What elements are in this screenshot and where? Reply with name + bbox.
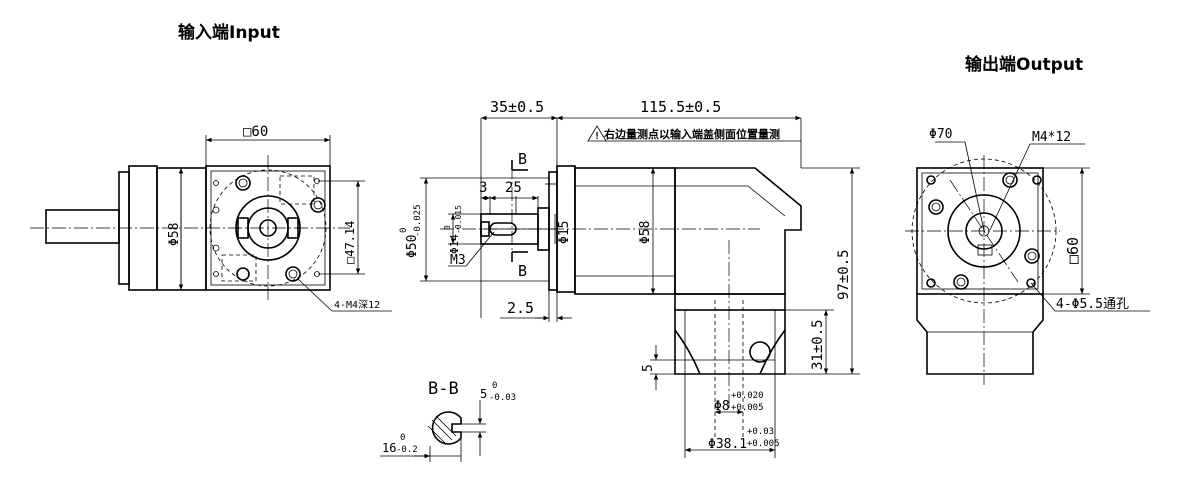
input-square-label: □60 <box>243 124 268 140</box>
input-dia-label: Φ58 <box>167 223 182 246</box>
dim-25-label: 25 <box>505 180 522 196</box>
output-square-label: □60 <box>1064 237 1082 264</box>
shaft-dia50-tol: -0.025 <box>413 204 423 237</box>
shaft-dia50-zero: 0 <box>399 228 409 233</box>
warning-triangle-icon <box>587 125 607 142</box>
input-end-view: □60 Φ58 □47.14 4-M4深12 <box>30 124 392 312</box>
dim-35-label: 35±0.5 <box>490 98 544 116</box>
section-title: B-B <box>428 379 459 399</box>
svg-text:!: ! <box>594 131 600 142</box>
dia15-label: Φ15 <box>557 221 572 244</box>
key-dia14-label: Φ14 <box>448 234 461 254</box>
dim-2-5-label: 2.5 <box>507 299 534 317</box>
warning-note: 右边量测点以输入端盖侧面位置量测 <box>603 127 780 141</box>
dim-115-label: 115.5±0.5 <box>640 98 721 116</box>
section-height-tol: -0.2 <box>396 445 418 455</box>
bore-dia8-label: Φ8 <box>714 399 730 414</box>
pilot-dia38-tol-low: +0.005 <box>747 439 780 449</box>
key-dia14-zero: 0 <box>443 225 452 230</box>
output-thread-label: M4*12 <box>1032 130 1071 145</box>
section-width-label: 5 <box>480 387 487 401</box>
side-view: 35±0.5 115.5±0.5 ! 右边量测点以输入端盖侧面位置量测 Φ58 <box>399 98 860 458</box>
pilot-dia38-tol-up: +0.03 <box>747 427 774 437</box>
input-thread-note: 4-M4深12 <box>334 299 380 311</box>
bore-dia8-tol-up: +0.020 <box>731 391 764 401</box>
dim-5-label: 5 <box>641 364 656 372</box>
section-height-label: 16 <box>382 441 396 455</box>
section-mark-bottom: B <box>518 262 527 280</box>
pilot-dia38-label: Φ38.1 <box>708 437 747 452</box>
thread-m3-label: M3 <box>450 253 466 268</box>
shaft-dia50-label: Φ50 <box>405 235 420 258</box>
section-width-zero: 0 <box>492 381 497 391</box>
output-holes-label: 4-Φ5.5通孔 <box>1056 297 1129 312</box>
side-dia58-label: Φ58 <box>638 221 653 244</box>
output-dia70-label: Φ70 <box>929 127 952 142</box>
input-pcd-label: □47.14 <box>343 221 357 264</box>
section-width-tol: -0.03 <box>489 393 516 403</box>
input-title: 输入端Input <box>178 22 280 43</box>
bore-dia8-tol-low: +0.005 <box>731 403 764 413</box>
section-height-zero: 0 <box>400 433 405 443</box>
height-97-label: 97±0.5 <box>836 249 852 300</box>
section-b-b-view: B-B 5 -0.03 0 16 -0.2 0 <box>380 379 516 462</box>
section-mark-top: B <box>518 150 527 168</box>
height-31-label: 31±0.5 <box>810 319 826 370</box>
output-end-view: Φ70 M4*12 □60 4-Φ5.5通孔 <box>905 127 1150 385</box>
dim-3-label: 3 <box>479 180 487 196</box>
output-title: 输出端Output <box>965 54 1083 75</box>
key-dia14-tol: -0.015 <box>454 205 463 234</box>
